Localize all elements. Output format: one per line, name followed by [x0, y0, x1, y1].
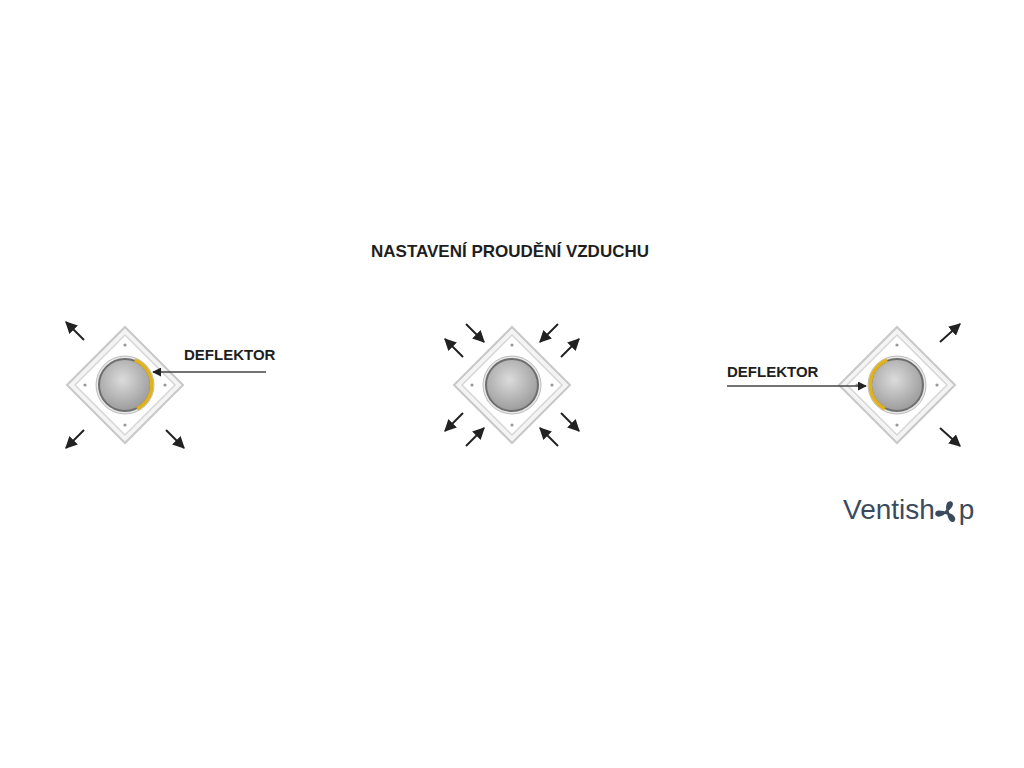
airflow-arrow — [940, 324, 960, 342]
diffuser — [454, 327, 570, 443]
airflow-arrow — [445, 413, 463, 431]
airflow-arrow — [561, 339, 579, 357]
logo-text: Ventish — [843, 496, 935, 524]
airflow-arrow — [466, 428, 484, 446]
fan-icon — [934, 501, 957, 523]
airflow-arrow — [561, 413, 579, 431]
deflector-label: DEFLEKTOR — [727, 363, 818, 380]
airflow-arrow — [540, 428, 558, 446]
airflow-arrow — [540, 324, 558, 342]
airflow-arrow — [66, 430, 84, 448]
leader-line — [153, 371, 266, 373]
title: NASTAVENÍ PROUDĚNÍ VZDUCHU — [310, 242, 710, 262]
leader-line — [727, 385, 866, 387]
diffuser — [839, 327, 955, 443]
airflow-arrow — [445, 339, 463, 357]
logo-text: p — [959, 496, 975, 524]
deflector-label: DEFLEKTOR — [184, 346, 275, 363]
airflow-arrow — [940, 428, 960, 446]
deflector — [134, 359, 153, 411]
airflow-arrow — [66, 322, 84, 340]
diffuser — [67, 327, 183, 443]
airflow-arrow — [166, 430, 184, 448]
airflow-arrow — [466, 324, 484, 342]
deflector — [868, 359, 887, 411]
